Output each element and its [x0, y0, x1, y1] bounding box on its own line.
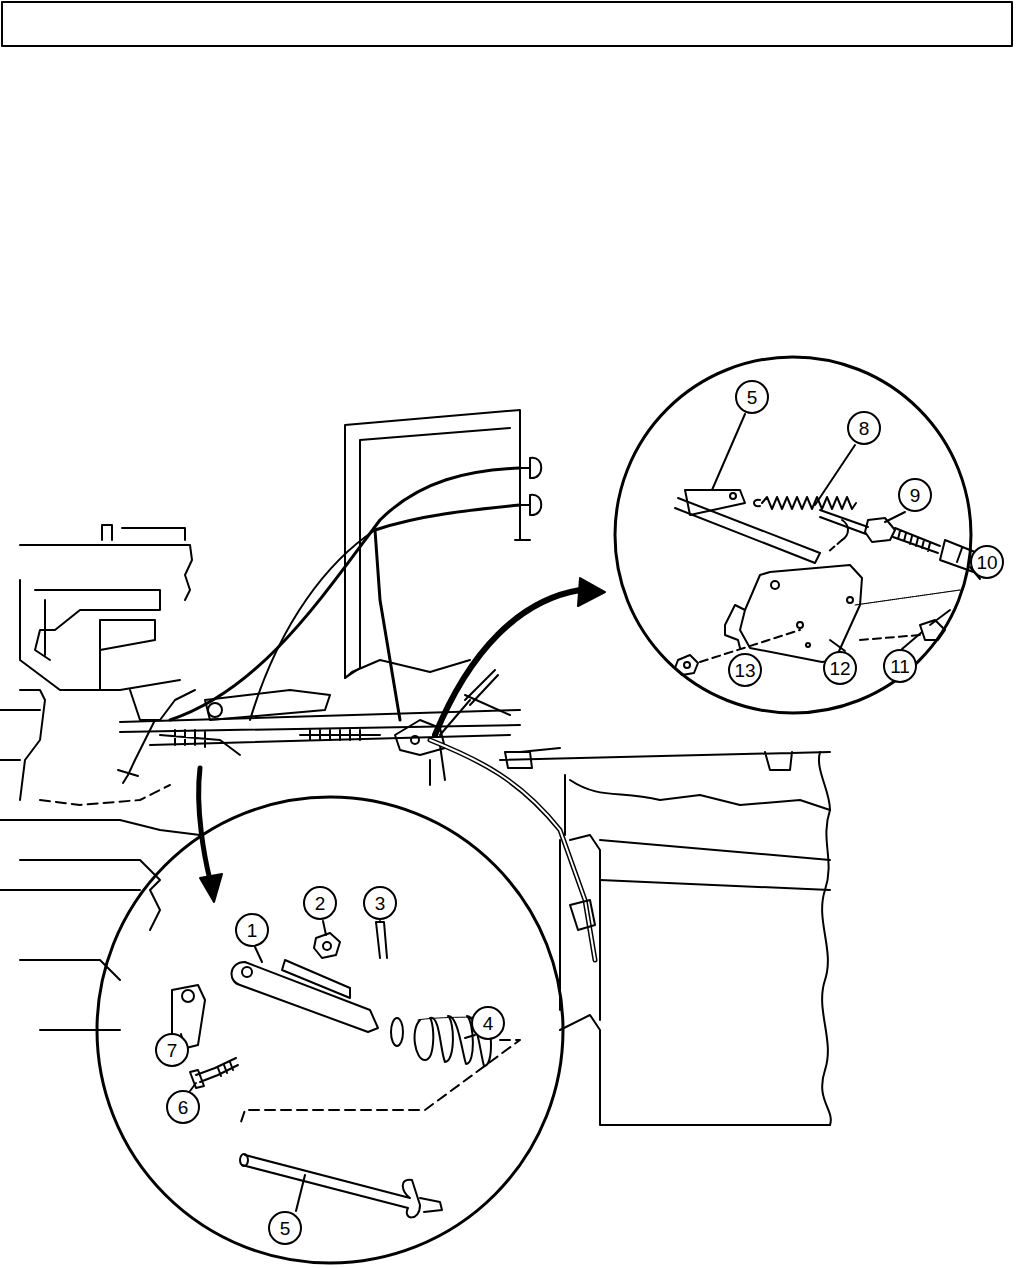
callout-number: 10: [970, 545, 1004, 579]
callout-number: 13: [728, 653, 762, 687]
callout-number: 5: [735, 380, 769, 414]
callout-number: 2: [303, 886, 337, 920]
callout-number: 3: [363, 886, 397, 920]
callout-number: 5: [268, 1211, 302, 1245]
callout-number: 1: [235, 913, 269, 947]
callout-number: 12: [823, 651, 857, 685]
callout-number: 11: [883, 649, 917, 683]
callout-number: 9: [898, 478, 932, 512]
callout-number: 7: [155, 1033, 189, 1067]
callout-number: 4: [471, 1006, 505, 1040]
callout-number: 6: [166, 1090, 200, 1124]
callout-number: 8: [847, 411, 881, 445]
